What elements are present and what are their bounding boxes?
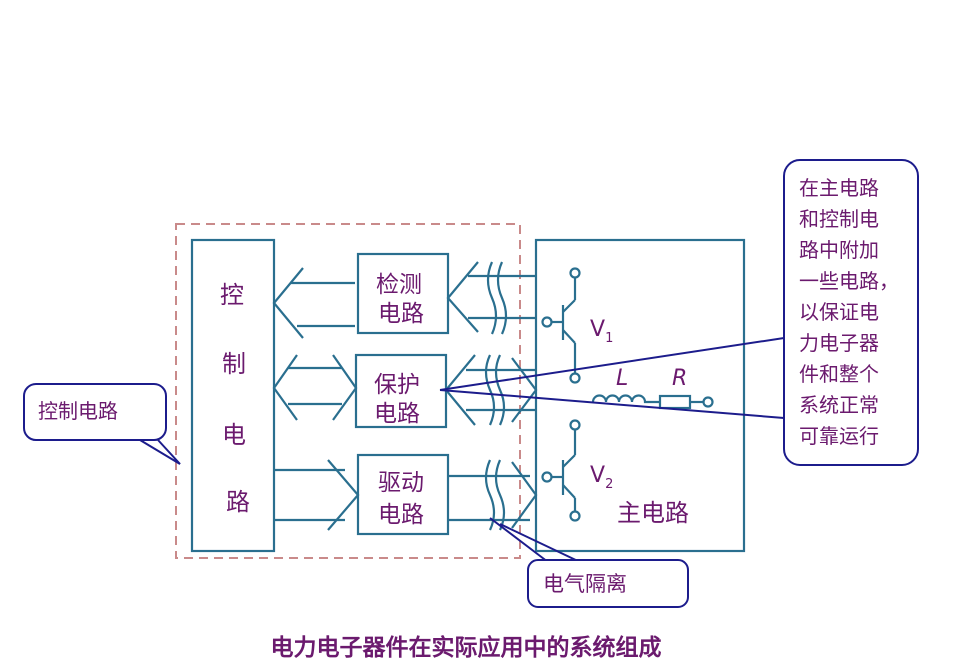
main-circuit-schematic xyxy=(541,267,714,522)
callout-line: 可靠运行 xyxy=(799,424,879,448)
callout-line-upper xyxy=(439,337,785,391)
arrow-detect-to-control xyxy=(272,267,355,339)
callout-line: 在主电路 xyxy=(799,176,879,200)
terminal-top xyxy=(569,267,581,279)
main-circuit-label: 主电路 xyxy=(617,499,689,527)
callout-line: 系统正常 xyxy=(799,393,879,417)
callout-line: 一些电路， xyxy=(799,269,899,293)
isolation-callout-box xyxy=(527,559,689,608)
right-callout-text: 在主电路 和控制电 路中附加 一些电路， 以保证电 力电子器 件和整个 系统正常… xyxy=(799,176,899,448)
resistor-symbol xyxy=(658,394,692,410)
main-circuit-box xyxy=(534,238,746,553)
isolation-callout-label: 电气隔离 xyxy=(543,572,627,596)
control-char-3: 电 xyxy=(222,421,246,449)
protect-label-2: 电路 xyxy=(374,401,420,427)
control-char-1: 控 xyxy=(220,281,244,309)
callout-line: 力电子器 xyxy=(799,331,879,355)
isolation-line-1 xyxy=(489,517,549,563)
left-callout-label: 控制电路 xyxy=(38,399,118,423)
control-char-2: 制 xyxy=(222,350,246,378)
resistor-label: R xyxy=(672,366,687,391)
inductor-label: L xyxy=(616,366,628,391)
detect-circuit-box xyxy=(356,252,450,335)
control-group-dashed-box xyxy=(175,223,521,559)
left-callout-tail xyxy=(139,439,181,465)
control-char-4: 路 xyxy=(226,488,250,516)
arrow-main-to-protect xyxy=(444,354,538,426)
drive-label-1: 驱动 xyxy=(378,470,424,496)
control-circuit-box xyxy=(190,238,276,553)
arrow-control-protect-bidirectional xyxy=(272,354,358,421)
diagram-caption: 电力电子器件在实际应用中的系统组成 xyxy=(271,634,662,661)
drive-label-2: 电路 xyxy=(378,502,424,528)
left-callout-box xyxy=(23,383,167,441)
callout-line: 和控制电 xyxy=(799,207,879,231)
callout-line: 以保证电 xyxy=(799,300,879,324)
callout-line: 路中附加 xyxy=(799,238,879,262)
arrow-main-to-detect xyxy=(446,261,536,335)
protect-label-1: 保护 xyxy=(374,372,420,398)
v1-label: V1 xyxy=(590,317,613,346)
v2-label: V2 xyxy=(590,463,613,492)
detect-label-2: 电路 xyxy=(378,301,424,327)
callout-line: 件和整个 xyxy=(799,362,879,386)
right-callout-box xyxy=(783,159,919,466)
inductor-symbol xyxy=(591,394,660,404)
callout-line-lower xyxy=(439,389,785,419)
arrow-control-to-drive xyxy=(274,459,360,531)
isolation-line-2 xyxy=(499,523,581,563)
detect-label-1: 检测 xyxy=(376,272,422,298)
arrow-drive-to-main xyxy=(448,459,538,531)
